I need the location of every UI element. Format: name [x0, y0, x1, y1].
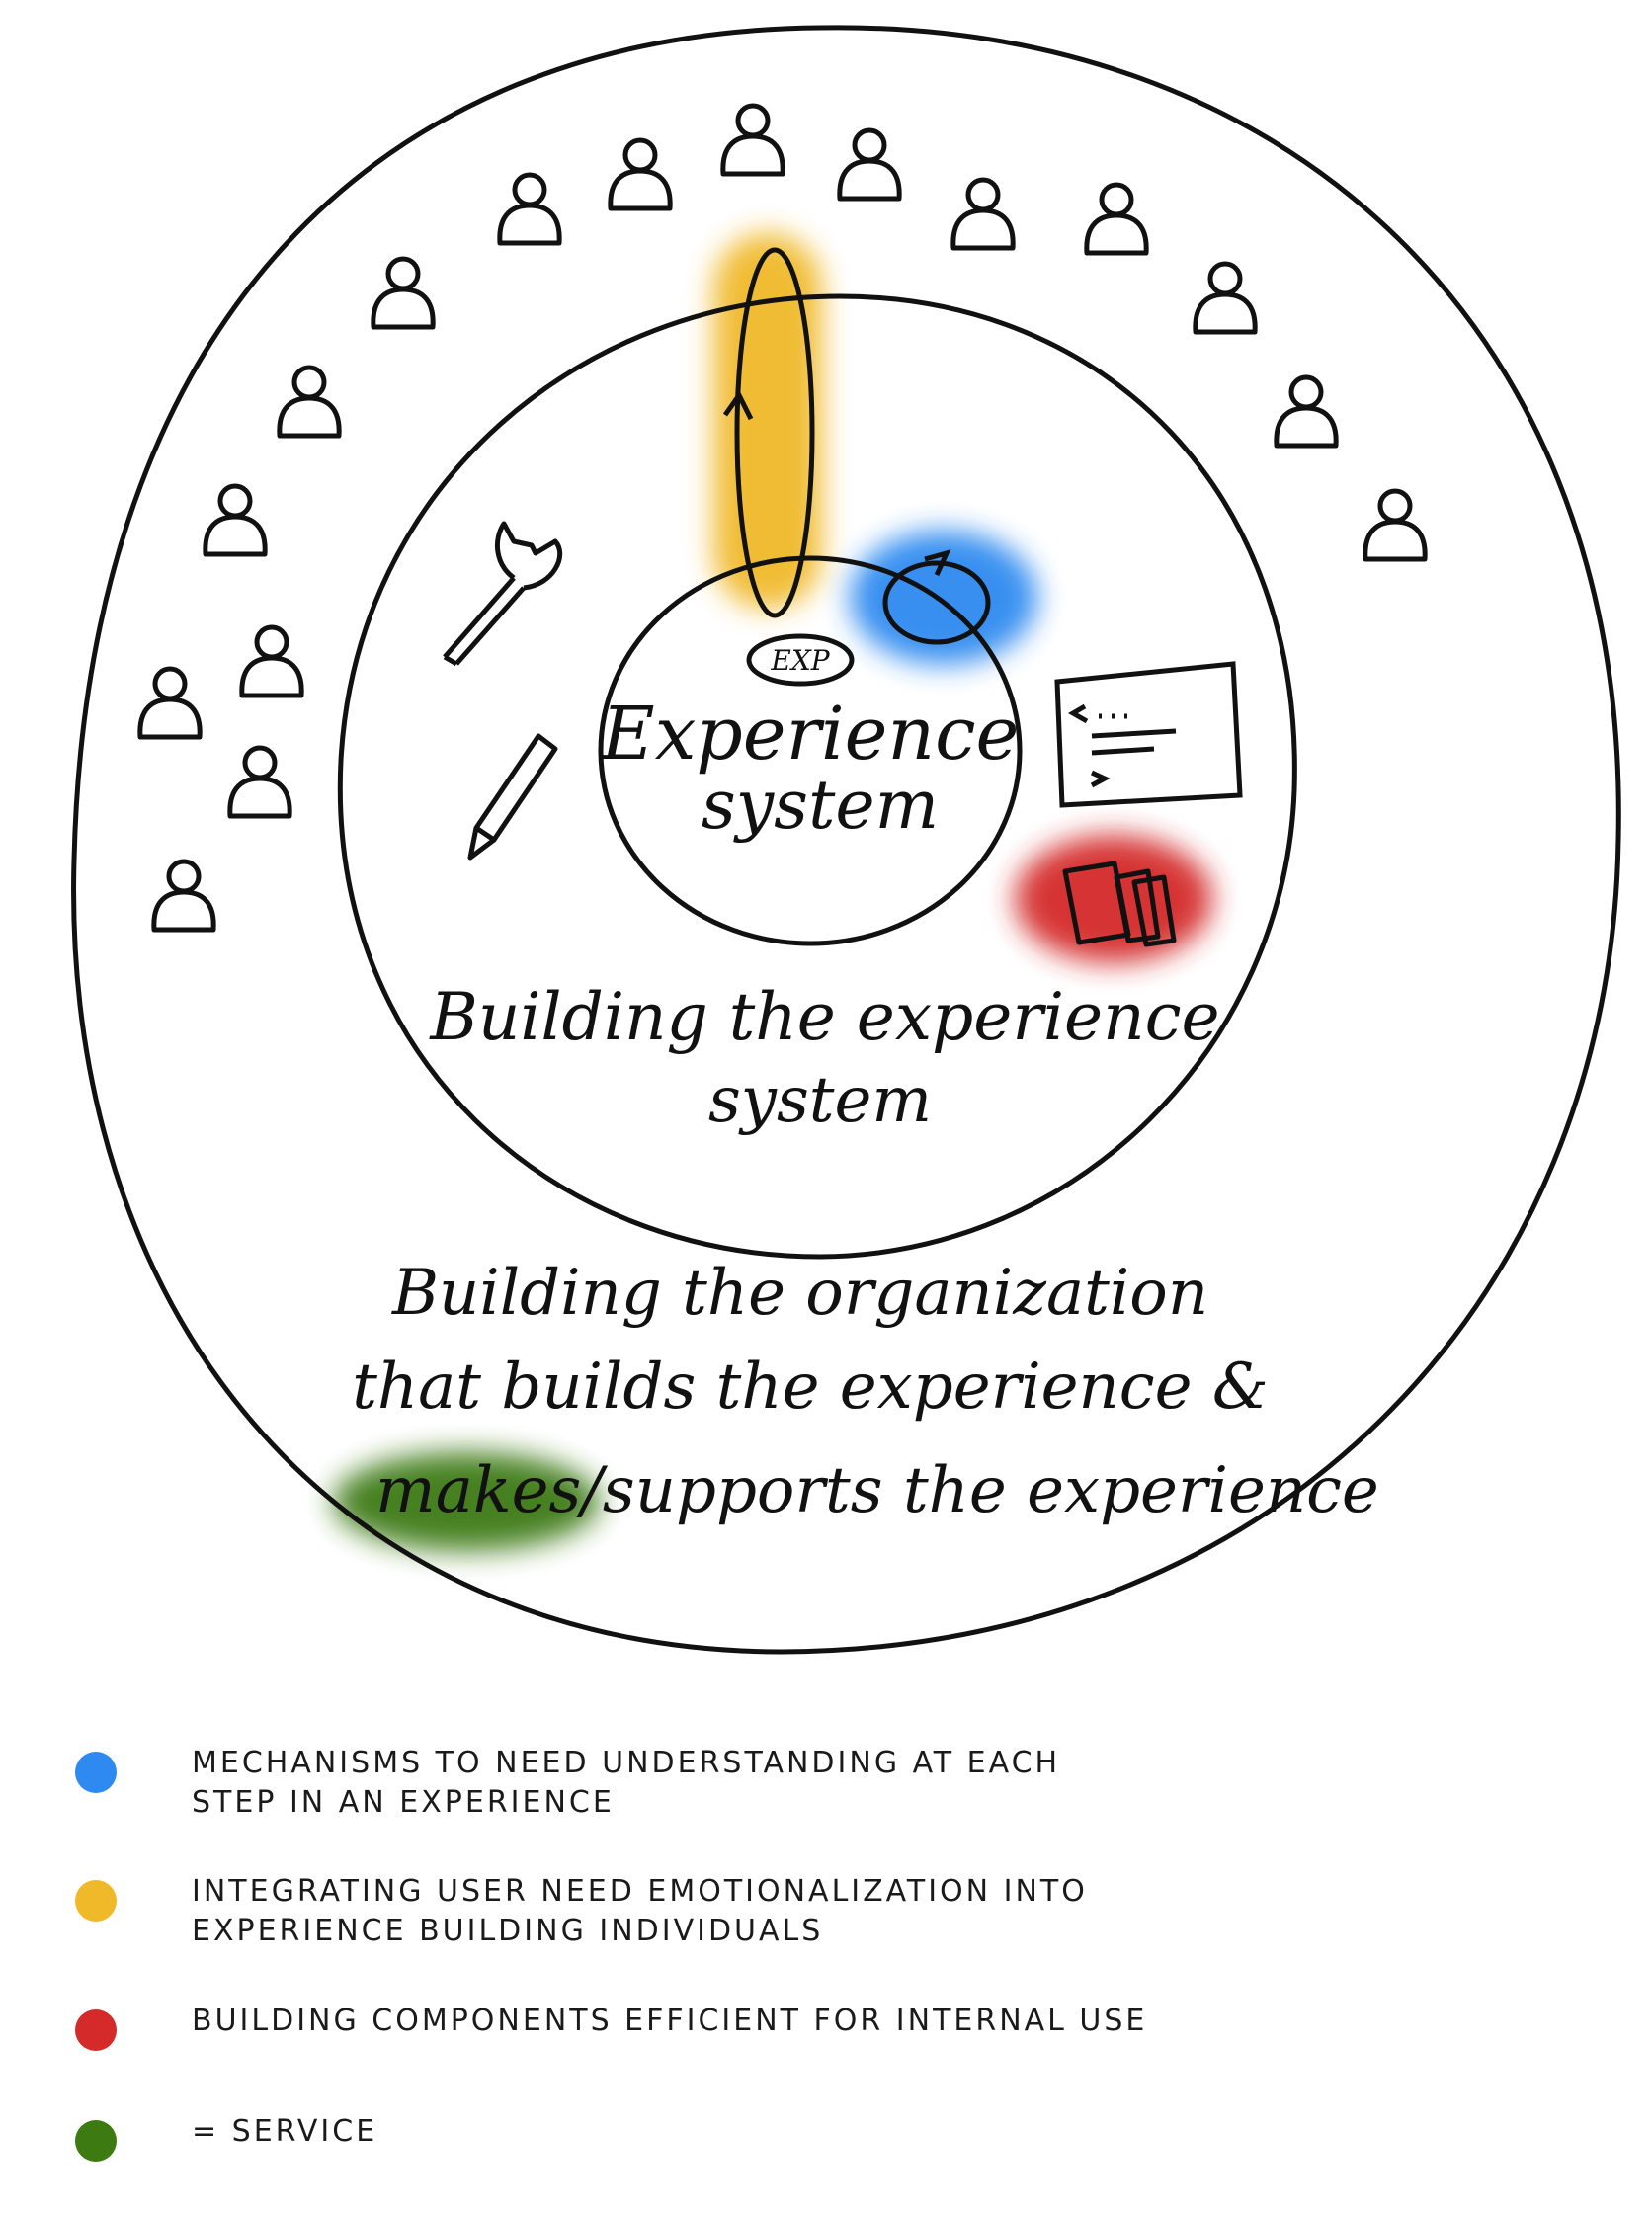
person-icon — [280, 368, 339, 436]
legend-text-red: BUILDING COMPONENTS EFFICIENT FOR INTERN… — [192, 2004, 1148, 2038]
red-dot-icon — [75, 2009, 117, 2051]
legend-text-green: = SERVICE — [192, 2114, 378, 2149]
yellow-cycle-arrow-icon — [722, 247, 815, 618]
person-icon — [1277, 377, 1336, 446]
person-icon — [953, 180, 1013, 248]
outer-label-line3: makes/supports the experience — [375, 1454, 1379, 1527]
person-icon — [154, 861, 213, 930]
green-dot-icon — [75, 2120, 117, 2162]
middle-label-line1: Building the experience — [429, 979, 1219, 1055]
person-icon — [242, 627, 301, 696]
legend-item-red: BUILDING COMPONENTS EFFICIENT FOR INTERN… — [75, 2002, 1279, 2051]
blue-dot-icon — [75, 1752, 117, 1793]
legend: MECHANISMS TO NEED UNDERSTANDING AT EACH… — [0, 1680, 1652, 2213]
person-icon — [230, 748, 289, 816]
red-highlight — [1015, 835, 1212, 963]
person-icon — [1365, 491, 1425, 559]
legend-item-green: = SERVICE — [75, 2112, 1279, 2162]
outer-label-line2: that builds the experience & — [352, 1351, 1269, 1424]
exp-badge: EXP — [746, 633, 855, 687]
exp-badge-label: EXP — [770, 644, 830, 677]
blue-cycle-arrow-icon — [882, 549, 991, 645]
legend-item-yellow: INTEGRATING USER NEED EMOTIONALIZATION I… — [75, 1872, 1279, 1951]
experience-system-diagram: EXP Experience system Building the exper… — [71, 25, 1621, 1655]
outer-label-line1: Building the organization — [391, 1257, 1208, 1330]
code-window-icon — [1054, 661, 1243, 808]
stacked-cards-icon — [1062, 861, 1177, 947]
person-icon — [611, 140, 670, 208]
yellow-highlight — [713, 233, 822, 609]
inner-label-line2: system — [702, 767, 939, 845]
pencil-icon — [467, 733, 558, 861]
middle-ring — [337, 293, 1297, 1260]
outer-label-line3-rest: /supports the experience — [575, 1454, 1378, 1527]
person-icon — [140, 669, 200, 737]
person-icon — [1087, 185, 1146, 253]
green-highlight — [333, 1452, 600, 1551]
person-icon — [206, 486, 265, 554]
inner-ring — [598, 555, 1023, 946]
makes-highlight-word: makes — [375, 1454, 581, 1527]
middle-label-line2: system — [708, 1064, 932, 1137]
legend-item-blue: MECHANISMS TO NEED UNDERSTANDING AT EACH… — [75, 1744, 1279, 1823]
inner-label-line1: Experience — [600, 692, 1020, 777]
person-icon — [1196, 264, 1255, 332]
wrench-icon — [443, 521, 563, 667]
person-icon — [373, 259, 433, 327]
person-icon — [500, 175, 559, 243]
legend-text-yellow: INTEGRATING USER NEED EMOTIONALIZATION I… — [192, 1874, 1088, 1948]
legend-text-blue: MECHANISMS TO NEED UNDERSTANDING AT EACH… — [192, 1746, 1061, 1820]
outer-ring — [71, 25, 1621, 1655]
yellow-dot-icon — [75, 1880, 117, 1922]
person-icon — [840, 130, 899, 199]
person-icon — [723, 106, 783, 174]
blue-highlight — [850, 531, 1037, 665]
